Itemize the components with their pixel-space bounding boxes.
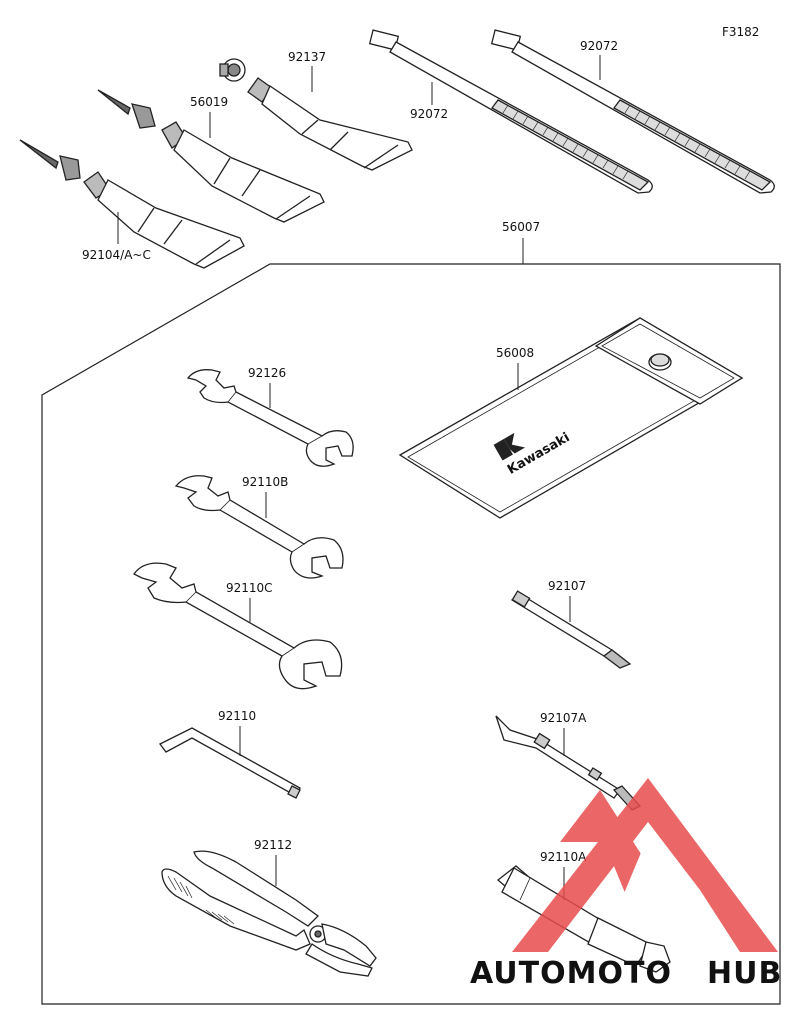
screwdriver-blade [495,715,642,811]
label-spark-plug-wrench: 92110A [540,850,587,864]
label-grease: 92137 [288,50,326,64]
wrench-b [174,475,344,579]
watermark-text-primary: AUTOMOTO [470,956,672,991]
cable-tie-upper [490,29,775,194]
label-compound: 56019 [190,95,228,109]
screwdriver-phillips [510,590,632,669]
label-screwdriver-blade: 92107A [540,711,587,725]
wrench-a [186,369,354,467]
label-hex-key: 92110 [218,709,256,723]
label-wrench-b: 92110B [242,475,288,489]
label-tie-lower: 92072 [410,107,448,121]
watermark-logo [512,778,778,952]
hex-key [159,727,301,799]
label-wrench-c: 92110C [226,581,273,595]
label-pliers: 92112 [254,838,292,852]
label-tie-upper: 92072 [580,39,618,53]
grease-tube [219,58,413,171]
wrench-c [133,562,343,690]
figure-code: F3182 [722,25,759,39]
pliers [161,850,377,977]
cable-tie-lower [368,29,653,194]
label-sealant: 92104/A~C [82,248,151,262]
tool-pouch [398,317,744,519]
tool-kit-frame [41,263,781,1005]
label-tool-kit: 56007 [502,220,540,234]
label-wrench-a: 92126 [248,366,286,380]
label-pouch: 56008 [496,346,534,360]
label-screwdriver-phillips: 92107 [548,579,586,593]
sealant-tube [19,139,245,269]
watermark-text-secondary: HUB [707,956,782,991]
compound-tube [97,89,325,223]
